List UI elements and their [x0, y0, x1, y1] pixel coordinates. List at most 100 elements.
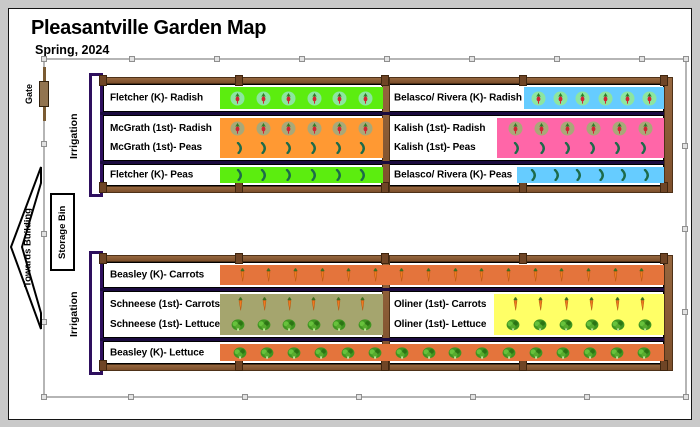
radish-icon	[638, 121, 653, 136]
fence-post	[683, 394, 689, 400]
lettuce-icon	[611, 319, 625, 331]
lettuce-icon	[282, 319, 296, 331]
towards-building-arrow-icon	[9, 166, 42, 330]
fence-bottom	[43, 396, 687, 398]
bed-frame-right	[664, 255, 673, 371]
fence-post	[682, 309, 688, 315]
gate-hinge-top	[43, 67, 46, 81]
fence-post	[299, 56, 305, 62]
peas-icon	[259, 169, 269, 181]
map-canvas: Pleasantville Garden Map Spring, 2024 Ga…	[8, 8, 692, 420]
radish-icon	[575, 91, 590, 106]
fence-post	[214, 56, 220, 62]
gate-label: Gate	[24, 84, 34, 105]
carrot-icon	[477, 268, 486, 282]
peas-icon	[334, 169, 344, 181]
frame-post	[381, 182, 389, 193]
frame-post	[660, 75, 668, 86]
frame-post	[235, 75, 243, 86]
frame-post	[99, 75, 107, 86]
frame-post	[235, 360, 243, 371]
lettuce-icon	[368, 346, 382, 359]
lettuce-icon	[506, 319, 520, 331]
radish-icon	[508, 121, 523, 136]
fence-post	[639, 56, 645, 62]
peas-icon	[529, 169, 539, 181]
fence-post	[682, 143, 688, 149]
lettuce-icon	[233, 346, 247, 359]
fence-post	[356, 394, 362, 400]
fence-post	[128, 394, 134, 400]
bed-frame-divider	[382, 77, 390, 193]
radish-icon	[560, 121, 575, 136]
bed-label: Belasco/ Rivera (K)- Radish	[394, 92, 522, 104]
fence-post	[41, 231, 47, 237]
lettuce-icon	[358, 319, 372, 331]
frame-post	[660, 360, 668, 371]
bed-labels: Oliner (1st)- Carrots Oliner (1st)- Lett…	[394, 299, 486, 330]
carrot-icon	[238, 268, 247, 282]
radish-icon	[230, 121, 245, 136]
bed-label: Oliner (1st)- Lettuce	[394, 319, 487, 330]
peas-icon	[358, 142, 368, 154]
lettuce-icon	[395, 346, 409, 359]
frame-post	[235, 253, 243, 264]
lettuce-icon	[559, 319, 573, 331]
lettuce-icon	[533, 319, 547, 331]
bed-row: Fletcher (K)- Radish	[103, 84, 664, 112]
peas-icon-row	[517, 167, 664, 183]
peas-icon	[619, 169, 629, 181]
page-title: Pleasantville Garden Map	[31, 17, 267, 39]
irrigation-pipe	[100, 161, 664, 164]
garden-bed-belasco-peas	[517, 167, 664, 183]
lettuce-icon	[585, 319, 599, 331]
radish-icon	[534, 121, 549, 136]
carrot-icon	[424, 268, 433, 282]
peas-icon	[574, 169, 584, 181]
bed-row: Beasley (K)- Lettuce	[103, 341, 664, 364]
radish-icon	[620, 91, 635, 106]
lettuce-icon	[502, 346, 516, 359]
fence-post	[554, 56, 560, 62]
carrot-icon	[358, 297, 367, 311]
fence-post	[41, 394, 47, 400]
radish-icon	[642, 91, 657, 106]
carrot-icon	[536, 297, 545, 311]
carrot-icon	[309, 297, 318, 311]
lettuce-icon	[638, 319, 652, 331]
peas-icon	[235, 169, 245, 181]
bed-label: Schneese (1st)- Lettuce	[110, 319, 220, 330]
carrot-icon	[587, 297, 596, 311]
garden-bed-beasley-lettuce	[220, 344, 664, 361]
radish-icon	[307, 121, 322, 136]
frame-post	[660, 253, 668, 264]
peas-icon	[358, 169, 368, 181]
lettuce-icon	[307, 319, 321, 331]
frame-post	[519, 182, 527, 193]
frame-post	[381, 75, 389, 86]
carrot-icon	[613, 297, 622, 311]
carrot-icon	[371, 268, 380, 282]
peas-icon-row	[220, 167, 383, 183]
radish-icon-row	[497, 118, 664, 138]
towards-building-label: Towards Building	[22, 208, 34, 288]
garden-bed-fletcher-peas	[220, 167, 383, 183]
peas-icon	[284, 142, 294, 154]
radish-icon	[281, 91, 296, 106]
bed-label: Belasco/ Rivera (K)- Peas	[394, 169, 513, 181]
lettuce-icon	[332, 319, 346, 331]
frame-post	[381, 253, 389, 264]
carrot-icon-row	[220, 294, 383, 315]
peas-icon	[588, 142, 598, 154]
frame-post	[381, 360, 389, 371]
carrot-icon	[637, 268, 646, 282]
garden-bed-kalish	[497, 118, 664, 158]
peas-icon-row	[220, 138, 383, 158]
carrot-icon-row	[220, 265, 664, 285]
peas-icon	[309, 142, 319, 154]
carrot-icon	[236, 297, 245, 311]
radish-icon-row	[220, 87, 383, 109]
plot-bottom: Beasley (K)- Carrots	[89, 251, 673, 375]
fence-post	[584, 394, 590, 400]
